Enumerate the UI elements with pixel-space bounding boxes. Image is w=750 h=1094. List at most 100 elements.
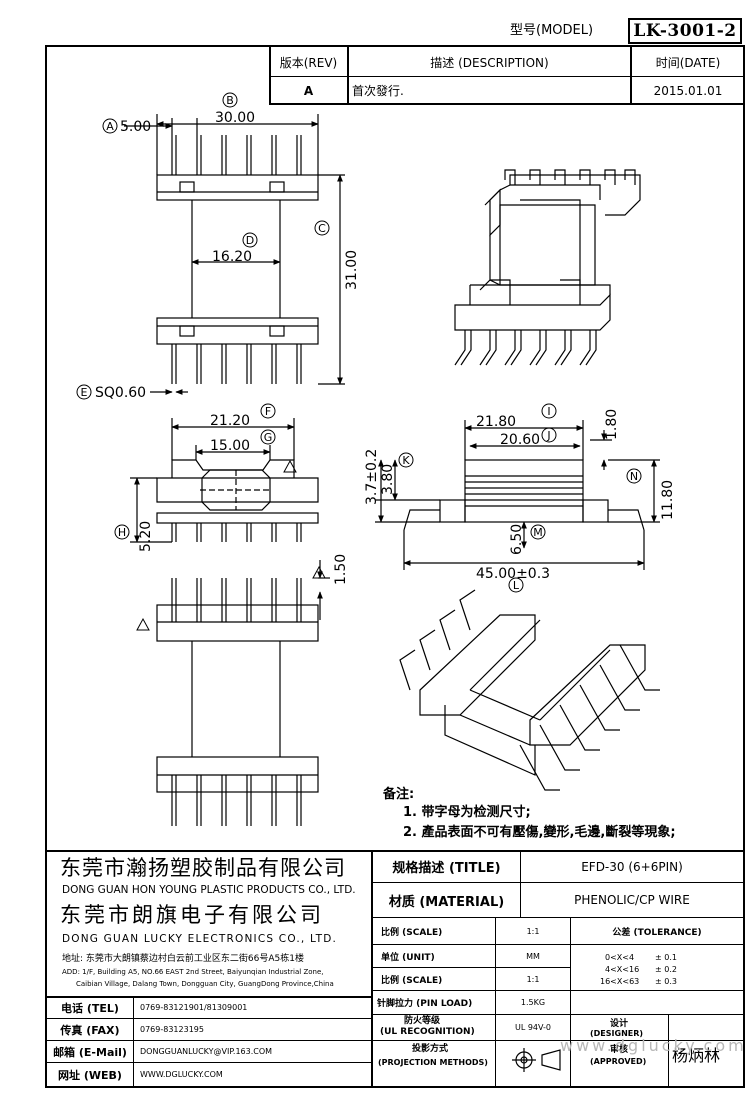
dim-n: 11.80	[660, 480, 676, 520]
rev-triangles	[136, 459, 326, 631]
contact-tel-value[interactable]: 0769-83121901/81309001	[140, 1003, 248, 1012]
marker-k: K	[402, 454, 410, 467]
dimension-markers: A B C D E F G H I J K L M N	[76, 92, 642, 593]
bottom-pins-upper	[171, 578, 302, 622]
marker-b: B	[226, 94, 234, 107]
dim-b: 30.00	[215, 110, 255, 126]
iso-bottom-pins	[399, 589, 660, 791]
marker-f: F	[265, 405, 271, 418]
tolerance-range-1: 0<X<4	[605, 953, 635, 962]
dim-q: 1.50	[333, 554, 349, 585]
revision-col-desc: 描述 (DESCRIPTION)	[430, 55, 549, 70]
tolerance-range-2: 4<X<16	[605, 965, 640, 974]
marker-a: A	[106, 120, 114, 133]
unit-label: 单位 (UNIT)	[381, 952, 435, 963]
revision-table	[269, 45, 745, 105]
company-name-1-en: DONG GUAN HON YOUNG PLASTIC PRODUCTS CO.…	[62, 884, 356, 896]
dim-l: 45.00±0.3	[476, 566, 550, 582]
company-name-1-cn: 东莞市瀚扬塑胶制品有限公司	[60, 856, 346, 880]
marker-c: C	[318, 222, 326, 235]
scale-value: 1:1	[526, 926, 540, 936]
tolerance-range-3: 16<X<63	[600, 977, 640, 986]
top-view	[124, 114, 345, 395]
company-address-en-2: Caibian Village, Dalang Town, Dongguan C…	[76, 980, 334, 988]
contact-fax-value[interactable]: 0769-83123195	[140, 1025, 204, 1034]
designer-label-cn: 设计	[610, 1019, 629, 1029]
model-value-box: LK-3001-2	[628, 18, 742, 44]
dim-e: SQ0.60	[95, 385, 146, 401]
marker-l: L	[513, 579, 520, 592]
contact-tel-label: 电话 (TEL)	[61, 1001, 119, 1015]
projection-label-en: (PROJECTION METHODS)	[378, 1058, 488, 1067]
top-pins-lower	[171, 344, 302, 384]
revision-row-rev: A	[303, 83, 314, 98]
material-label: 材质 (MATERIAL)	[388, 894, 505, 910]
scale2-value: 1:1	[526, 974, 540, 984]
revision-col-rev: 版本(REV)	[279, 55, 338, 70]
company-name-2-cn: 东莞市朗旗电子有限公司	[60, 903, 324, 927]
marker-d: D	[246, 234, 254, 247]
scale-label: 比例 (SCALE)	[381, 927, 443, 938]
tolerance-label: 公差 (TOLERANCE)	[612, 927, 702, 938]
dim-k2: 3.80	[380, 464, 396, 495]
dim-k1: 3.7±0.2	[364, 449, 380, 505]
front-pins	[171, 523, 302, 542]
contact-web-label: 网址 (WEB)	[58, 1068, 122, 1082]
bottom-view	[156, 578, 319, 826]
marker-e: E	[81, 386, 88, 399]
notes-item-1: 1. 带字母为检测尺寸;	[403, 805, 531, 820]
dim-i: 21.80	[476, 414, 516, 430]
dim-h: 5.20	[138, 521, 154, 552]
designer-label-en: (DESIGNER)	[590, 1029, 644, 1038]
notes-title: 备注:	[383, 787, 415, 802]
pin-load-label: 针脚拉力 (PIN LOAD)	[377, 999, 473, 1009]
dim-m: 6.50	[509, 524, 525, 555]
ul-label-cn: 防火等级	[404, 1016, 441, 1026]
contact-web-value[interactable]: WWW.DGLUCKY.COM	[140, 1070, 223, 1079]
approver-name: 杨炳林	[672, 1046, 721, 1065]
dim-c: 31.00	[344, 250, 360, 290]
revision-col-date: 时间(DATE)	[655, 55, 721, 70]
dim-p: 20.60	[500, 432, 540, 448]
contact-fax-label: 传真 (FAX)	[60, 1023, 120, 1037]
company-name-2-en: DONG GUAN LUCKY ELECTRONICS CO., LTD.	[62, 933, 338, 945]
company-address-en-1: ADD: 1/F, Building A5, NO.66 EAST 2nd St…	[62, 968, 324, 976]
dim-a: 5.00	[120, 119, 151, 135]
bottom-pins-lower	[171, 775, 302, 826]
watermark-text: www.dglucky.com	[560, 1036, 747, 1055]
notes-item-2: 2. 產品表面不可有壓傷,變形,毛邊,斷裂等現象;	[403, 825, 676, 840]
projection-symbol	[512, 1048, 561, 1072]
drawing-frame	[45, 45, 745, 1088]
title-label: 规格描述 (TITLE)	[392, 861, 501, 876]
contact-email-value[interactable]: DONGGUANLUCKY@VIP.163.COM	[140, 1047, 273, 1056]
revision-row-desc: 首次發行.	[352, 84, 404, 98]
unit-value: MM	[526, 951, 540, 961]
title-value: EFD-30 (6+6PIN)	[581, 859, 683, 874]
ul-value: UL 94V-0	[514, 1023, 551, 1032]
company-address-cn: 地址: 东莞市大朗镇蔡边村白云前工业区东二街66号A5栋1楼	[62, 954, 304, 964]
revision-row-date: 2015.01.01	[653, 83, 723, 98]
approved-label-en: (APPROVED)	[590, 1057, 647, 1066]
iso-view-bottom	[399, 589, 660, 791]
side-view	[375, 420, 660, 570]
iso-top-pins	[454, 330, 597, 366]
contact-email-label: 邮箱 (E-Mail)	[53, 1045, 127, 1059]
projection-label-cn: 投影方式	[412, 1044, 449, 1054]
marker-g: G	[264, 431, 273, 444]
ul-label-en: (UL RECOGNITION)	[380, 1027, 475, 1037]
material-value: PHENOLIC/CP WIRE	[574, 893, 690, 907]
dim-g: 15.00	[210, 438, 250, 454]
model-label: 型号(MODEL)	[510, 23, 594, 38]
dim-d: 16.20	[212, 249, 252, 265]
model-value: LK-3001-2	[633, 21, 737, 41]
dim-j: 1.80	[604, 409, 620, 440]
marker-j: J	[546, 429, 550, 442]
pin-load-value: 1.5KG	[520, 998, 546, 1007]
iso-view-top	[454, 169, 641, 366]
scale2-label: 比例 (SCALE)	[381, 975, 443, 986]
approved-label-cn: 审核	[610, 1045, 629, 1055]
marker-m: M	[533, 526, 543, 539]
marker-i: I	[547, 405, 550, 418]
marker-h: H	[118, 526, 126, 539]
